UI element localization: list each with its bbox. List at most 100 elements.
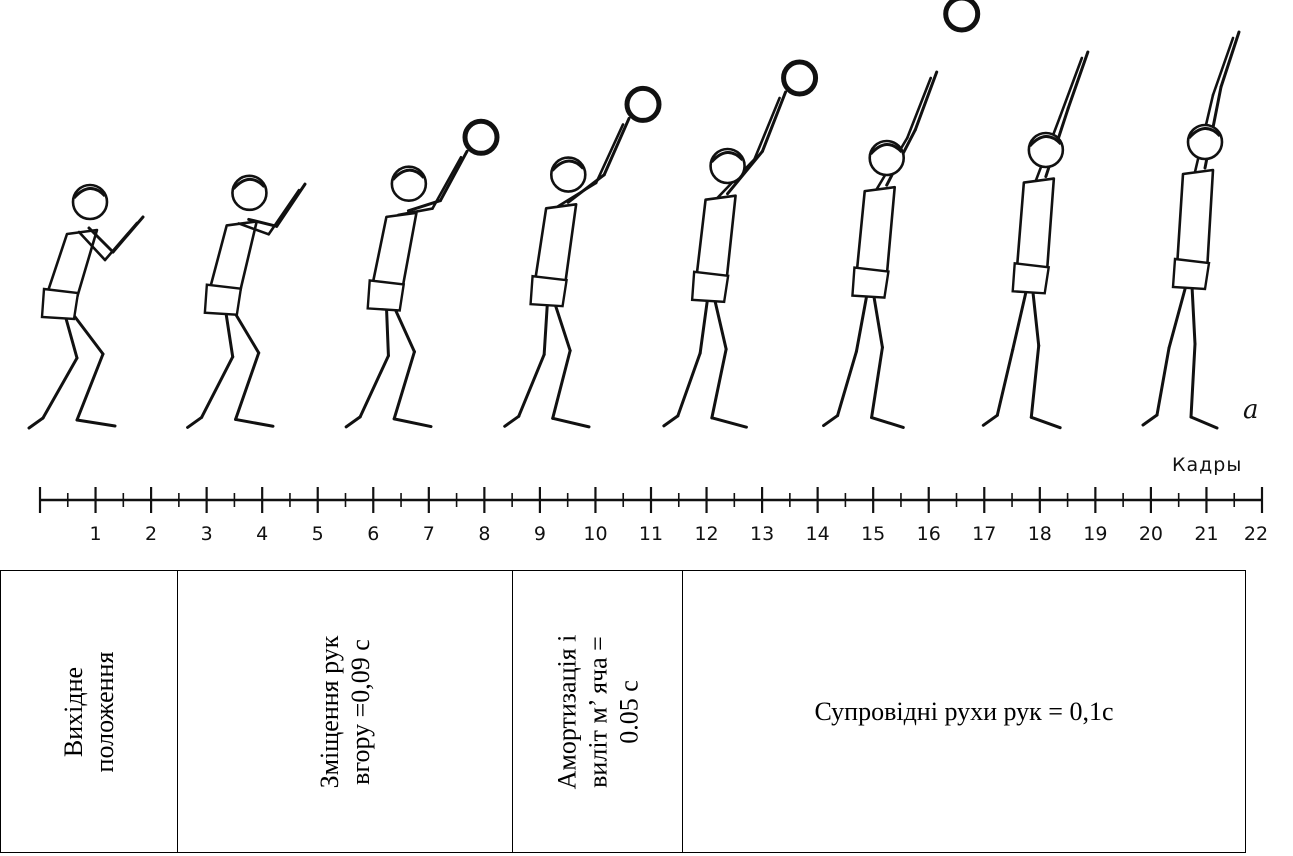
athlete-limb <box>662 414 680 428</box>
frame-tick-label: 16 <box>917 523 941 545</box>
athlete-limb <box>710 347 728 420</box>
athlete-limb <box>551 349 572 420</box>
athlete-shorts <box>366 279 406 312</box>
athlete-limb <box>870 416 905 429</box>
athlete-torso <box>533 202 578 290</box>
ball <box>624 85 662 123</box>
athlete-limb <box>1029 415 1062 430</box>
athlete-limb <box>517 353 546 418</box>
athlete-limb <box>431 155 463 210</box>
athlete-figure <box>27 183 145 430</box>
athlete-figure <box>822 0 981 429</box>
athlete-limb <box>392 350 416 421</box>
athlete-limb <box>358 354 390 419</box>
athlete-figure <box>662 59 819 429</box>
athlete-shorts <box>690 270 730 304</box>
plate-letter: a <box>1243 395 1259 425</box>
athlete-shorts <box>529 274 568 308</box>
athlete-limb <box>397 207 434 217</box>
athlete-limb <box>41 356 79 420</box>
frame-tick-label: 11 <box>639 523 663 545</box>
frame-tick-label: 3 <box>201 523 213 545</box>
phase-label-arm-raise: Зміщення рук вгору =0,09 с <box>314 577 376 847</box>
phase-table: Вихідне положення Зміщення рук вгору =0,… <box>0 570 1246 853</box>
athlete-limb <box>1029 344 1041 419</box>
frame-tick-label: 5 <box>312 523 324 545</box>
athlete-limb <box>27 416 45 430</box>
athlete-head <box>390 165 428 203</box>
athlete-figure <box>1141 30 1241 430</box>
athlete-hair <box>869 143 903 156</box>
athlete-figure <box>981 50 1090 430</box>
athlete-limb <box>676 351 702 418</box>
athlete-limb <box>602 116 631 177</box>
athlete-limb <box>594 123 625 185</box>
athlete-torso <box>1015 177 1056 277</box>
athlete-limb <box>551 416 591 429</box>
athlete-limb <box>267 188 301 236</box>
athlete-shorts <box>1171 257 1211 291</box>
phase-label-line: Амортизація і <box>552 634 581 789</box>
athlete-limb <box>247 217 279 228</box>
phase-label-initial-position: Вихідне положення <box>58 577 120 847</box>
athlete-limb <box>836 349 858 418</box>
athlete-limb <box>234 351 261 421</box>
athlete-limb <box>1155 346 1171 417</box>
athlete-head <box>709 147 746 185</box>
frame-tick-label: 12 <box>694 523 718 545</box>
athlete-hair <box>391 168 425 181</box>
athlete-limb <box>995 348 1015 417</box>
athlete-limb <box>75 352 105 422</box>
athlete-limb <box>186 415 204 429</box>
athlete-limb <box>710 416 748 429</box>
athlete-limb <box>870 345 884 420</box>
frame-tick-label: 8 <box>478 523 490 545</box>
athlete-limb <box>234 417 275 428</box>
frame-tick-label: 21 <box>1194 523 1218 545</box>
frame-tick-label: 4 <box>256 523 268 545</box>
phase-label-line: Зміщення рук <box>315 635 344 788</box>
athlete-hair <box>232 177 266 190</box>
athlete-limb <box>556 181 598 208</box>
phase-label-line: виліт м’ яча = <box>583 635 612 788</box>
athlete-shorts <box>851 266 890 299</box>
frame-tick-label: 15 <box>861 523 885 545</box>
frame-tick-label: 13 <box>750 523 774 545</box>
athlete-sequence <box>27 0 1241 430</box>
athlete-head <box>868 139 906 177</box>
phase-label-line: 0.05 с <box>614 679 643 744</box>
phase-cell-arm-raise: Зміщення рук вгору =0,09 с <box>177 570 513 853</box>
frame-tick-label: 7 <box>423 523 435 545</box>
athlete-head <box>1186 123 1224 161</box>
phase-cell-ball-release: Амортизація і виліт м’ яча = 0.05 с <box>512 570 683 853</box>
athlete-limb <box>913 70 939 132</box>
frame-tick-label: 1 <box>89 523 101 545</box>
athlete-hair <box>72 187 107 200</box>
frame-tick-label: 17 <box>972 523 996 545</box>
athlete-limb <box>1058 56 1084 118</box>
athlete-limb <box>392 417 433 429</box>
ball <box>781 59 819 97</box>
athlete-hair <box>1028 135 1062 148</box>
frame-tick-label: 22 <box>1244 523 1268 545</box>
athlete-limb <box>200 355 235 419</box>
phase-row: Вихідне положення Зміщення рук вгору =0,… <box>0 570 1246 853</box>
phase-label-line: вгору =0,09 с <box>346 638 375 785</box>
athlete-hair <box>710 151 744 164</box>
athlete-limb <box>1211 36 1235 97</box>
frame-tick-label: 18 <box>1028 523 1052 545</box>
athlete-limb <box>77 230 107 262</box>
athlete-limb <box>1219 30 1241 89</box>
athlete-limb <box>905 76 933 140</box>
frame-tick-label: 19 <box>1083 523 1107 545</box>
athlete-head <box>231 174 268 212</box>
athlete-hair <box>551 159 585 172</box>
phase-label-line: Вихідне <box>59 666 88 757</box>
athlete-shorts <box>203 283 243 316</box>
athlete-limb <box>822 414 840 428</box>
athlete-limb <box>237 222 271 236</box>
athlete-figure <box>503 85 662 429</box>
frame-tick-label: 10 <box>583 523 607 545</box>
phase-label-ball-release: Амортизація і виліт м’ яча = 0.05 с <box>551 577 644 847</box>
